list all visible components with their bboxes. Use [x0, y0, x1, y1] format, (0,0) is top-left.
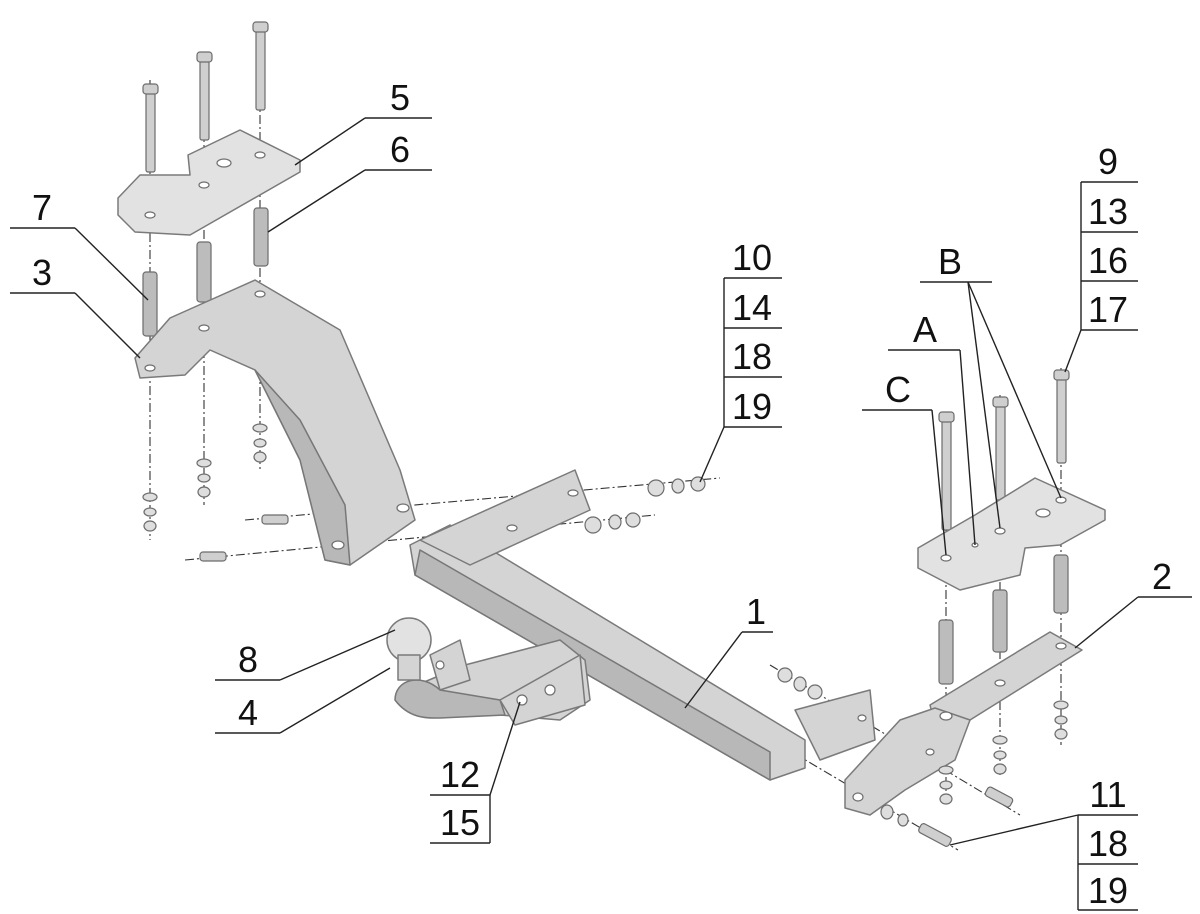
crossbar-1	[409, 469, 876, 781]
nuts-washers-right	[880, 700, 1069, 847]
callout-B: B	[920, 241, 1062, 529]
callout-group-12: 12 15	[430, 701, 521, 844]
bolts-right	[938, 369, 1070, 531]
plate-right	[917, 477, 1106, 591]
label-11: 11	[1089, 774, 1126, 815]
nuts-washers-left	[142, 423, 289, 562]
label-17: 17	[1088, 289, 1128, 330]
label-6: 6	[390, 129, 410, 170]
bolts-left	[142, 21, 269, 173]
callout-3: 3	[10, 252, 141, 359]
callout-2: 2	[1074, 556, 1192, 649]
label-16: 16	[1088, 240, 1128, 281]
bracket-2	[844, 631, 1083, 816]
spacers-right	[938, 554, 1069, 685]
label-C: C	[885, 369, 911, 410]
bracket-3	[134, 279, 416, 566]
label-3: 3	[32, 252, 52, 293]
label-1: 1	[746, 591, 766, 632]
label-2: 2	[1152, 556, 1172, 597]
callout-8: 8	[215, 629, 396, 681]
label-10: 10	[732, 237, 772, 278]
label-18b: 18	[1088, 823, 1128, 864]
nuts-washers-bar	[584, 476, 823, 700]
callout-4: 4	[215, 667, 391, 734]
tow-ball-assembly	[386, 617, 591, 726]
callout-A: A	[888, 309, 976, 546]
callout-1: 1	[684, 591, 773, 709]
callout-7: 7	[10, 187, 149, 301]
callout-group-10: 10 14 18 19	[699, 237, 782, 483]
callout-group-9: 9 13 16 17	[1064, 141, 1138, 373]
label-8: 8	[238, 639, 258, 680]
label-19: 19	[732, 386, 772, 427]
callout-group-11: 11 18 19	[949, 774, 1138, 911]
label-7: 7	[32, 187, 52, 228]
label-15: 15	[440, 802, 480, 843]
label-19b: 19	[1088, 870, 1128, 911]
label-B: B	[938, 241, 962, 282]
label-18: 18	[732, 336, 772, 377]
label-4: 4	[238, 692, 258, 733]
plate-5	[117, 129, 301, 236]
label-5: 5	[390, 77, 410, 118]
label-12: 12	[440, 754, 480, 795]
label-13: 13	[1088, 191, 1128, 232]
label-14: 14	[732, 287, 772, 328]
callout-C: C	[862, 369, 947, 556]
label-A: A	[913, 309, 937, 350]
callout-5: 5	[294, 77, 432, 166]
callout-6: 6	[267, 129, 432, 233]
label-9: 9	[1098, 141, 1118, 182]
